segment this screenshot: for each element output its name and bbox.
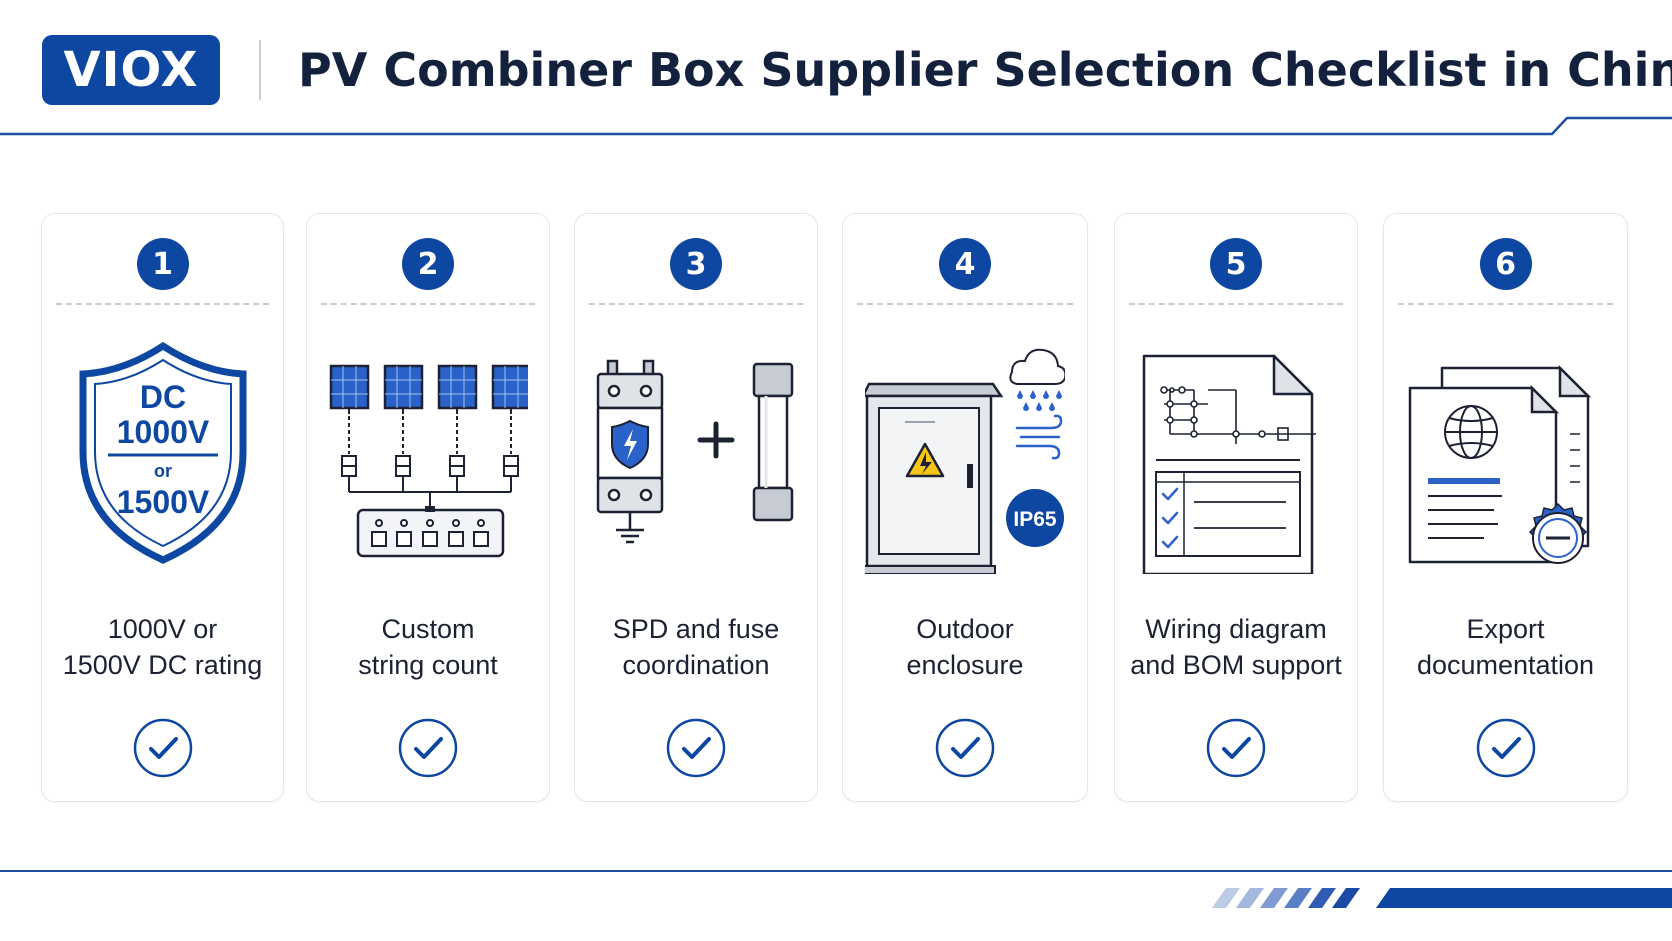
header-rule bbox=[0, 116, 1672, 136]
checklist-card-1: 1 DC 1000V or 1500V 1000V or 1500V DC ra… bbox=[41, 213, 284, 802]
card-divider bbox=[589, 303, 803, 305]
outdoor-cabinet-icon: IP65 bbox=[865, 348, 1065, 574]
header: VIOX PV Combiner Box Supplier Selection … bbox=[0, 0, 1672, 140]
step-number-badge: 6 bbox=[1479, 238, 1532, 290]
shield-text-1000v: 1000V bbox=[116, 414, 209, 450]
checklist-card-5: 5 bbox=[1114, 213, 1358, 802]
shield-text-dc: DC bbox=[139, 379, 185, 415]
card-divider bbox=[1129, 303, 1343, 305]
voltage-shield-icon: DC 1000V or 1500V bbox=[79, 341, 246, 564]
checklist-item-label: Custom string count bbox=[358, 614, 498, 680]
spd-fuse-icon bbox=[596, 359, 794, 544]
ip65-badge: IP65 bbox=[1013, 508, 1057, 531]
card-divider bbox=[56, 303, 269, 305]
wiring-document-icon bbox=[1142, 354, 1316, 574]
step-number-badge: 1 bbox=[136, 238, 189, 290]
checklist-card-6: 6 bbox=[1383, 213, 1628, 802]
checklist-item-label: Export documentation bbox=[1416, 614, 1595, 680]
checkmark-icon bbox=[666, 718, 726, 778]
checklist-item-label: 1000V or 1500V DC rating bbox=[62, 614, 263, 680]
header-divider bbox=[259, 40, 261, 100]
checkmark-icon bbox=[1476, 718, 1535, 778]
step-number-badge: 5 bbox=[1210, 238, 1262, 290]
shield-text-1500v: 1500V bbox=[116, 484, 209, 520]
card-divider bbox=[321, 303, 535, 305]
checkmark-icon bbox=[398, 718, 458, 778]
card-divider bbox=[1398, 303, 1613, 305]
checklist-card-3: 3 bbox=[574, 213, 818, 802]
page-title: PV Combiner Box Supplier Selection Check… bbox=[298, 43, 1672, 97]
checkmark-icon bbox=[935, 718, 995, 778]
solar-strings-icon bbox=[329, 364, 528, 558]
checkmark-icon bbox=[1206, 718, 1266, 778]
checklist-card-4: 4 bbox=[842, 213, 1088, 802]
shield-text-or: or bbox=[154, 461, 172, 481]
footer-decoration bbox=[0, 870, 1672, 908]
step-number-badge: 3 bbox=[670, 238, 722, 290]
checklist-card-2: 2 bbox=[306, 213, 550, 802]
viox-logo: VIOX bbox=[42, 35, 220, 105]
step-number-badge: 2 bbox=[402, 238, 454, 290]
checklist-item-label: SPD and fuse coordination bbox=[612, 614, 780, 680]
checklist-item-label: Wiring diagram and BOM support bbox=[1130, 614, 1342, 680]
card-divider bbox=[857, 303, 1073, 305]
export-certificate-icon bbox=[1408, 364, 1591, 564]
step-number-badge: 4 bbox=[939, 238, 991, 290]
checkmark-icon bbox=[133, 718, 192, 778]
checklist-item-label: Outdoor enclosure bbox=[906, 614, 1024, 680]
